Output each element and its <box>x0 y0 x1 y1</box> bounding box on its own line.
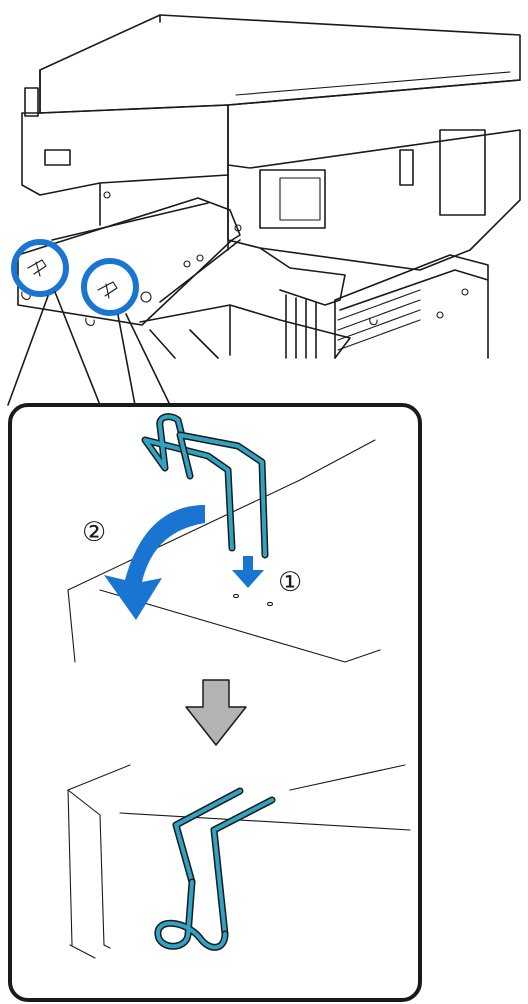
step-marker-2: ② <box>82 517 106 548</box>
step-marker-1: ① <box>278 567 302 598</box>
callout-connector <box>8 292 170 405</box>
highlight-circle-right <box>84 261 136 313</box>
highlight-circle-left <box>14 242 66 294</box>
